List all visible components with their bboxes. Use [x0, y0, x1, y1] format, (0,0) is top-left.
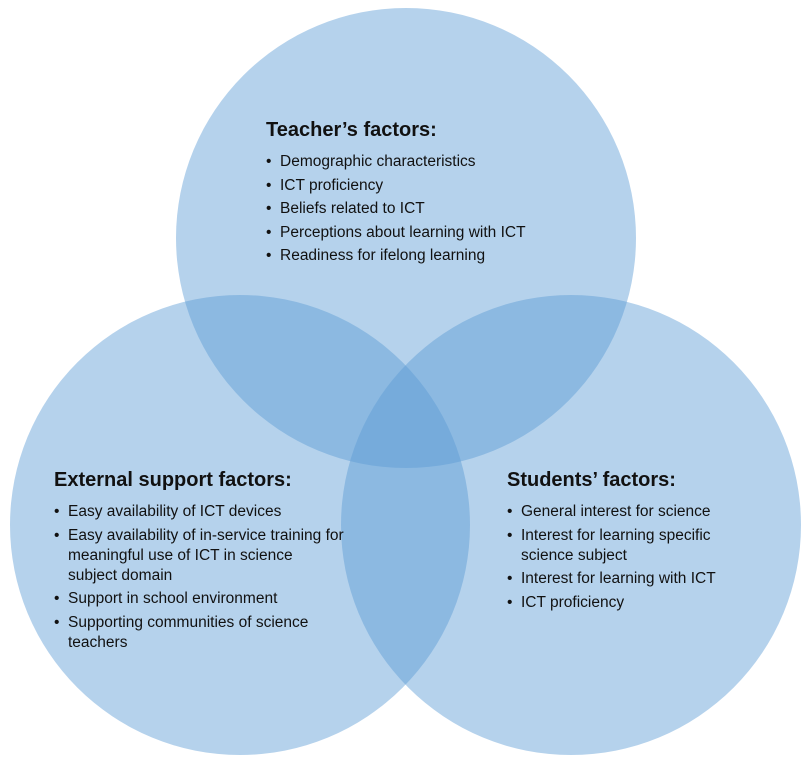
factor-text: Beliefs related to ICT	[280, 200, 425, 217]
teacher-factors-group: Teacher’s factors: • Demographic characte…	[266, 118, 596, 270]
factor-text: ICT proficiency	[280, 176, 384, 194]
students-factors-group: Students’ factors: • General interest for…	[507, 468, 767, 616]
factor-text: Easy availability of ICT devices	[68, 503, 282, 520]
factor-text: Perceptions about learning with ICT	[280, 223, 526, 241]
bullet-icon: •	[507, 526, 513, 544]
bullet-icon: •	[54, 590, 60, 607]
factor-text: Demographic characteristics	[280, 153, 476, 170]
factor-item: • Perceptions about learning with ICT	[266, 223, 596, 243]
factor-item: • Easy availability of ICT devices	[54, 502, 344, 522]
factor-item: • General interest for science	[507, 502, 767, 522]
external-circle	[10, 295, 470, 755]
factor-text: Easy availability of in-service training…	[68, 526, 344, 584]
bullet-icon: •	[507, 503, 513, 520]
factor-text: Support in school environment	[68, 590, 278, 607]
bullet-icon: •	[507, 570, 513, 587]
students-factors-title: Students’ factors:	[507, 469, 676, 491]
teacher-factors-title: Teacher’s factors:	[266, 119, 437, 141]
students-circle	[341, 295, 801, 755]
factor-text: Supporting communities of science teache…	[68, 613, 309, 651]
factor-item: • Beliefs related to ICT	[266, 199, 596, 219]
factor-item: • Readiness for ifelong learning	[266, 246, 596, 266]
bullet-icon: •	[266, 153, 272, 170]
bullet-icon: •	[266, 247, 272, 264]
bullet-icon: •	[266, 223, 272, 241]
teacher-factors-list: • Demographic characteristics • ICT profici…	[266, 152, 596, 266]
factor-item: • ICT proficiency	[507, 593, 767, 613]
factor-item: • Demographic characteristics	[266, 152, 596, 172]
students-factors-list: • General interest for science • Interest f…	[507, 502, 767, 613]
external-support-factors-list: • Easy availability of ICT devices • Easy a…	[54, 502, 344, 653]
factor-item: • Supporting communities of science teach…	[54, 613, 344, 653]
bullet-icon: •	[507, 593, 513, 611]
bullet-icon: •	[266, 200, 272, 217]
factor-item: • Interest for learning specific science …	[507, 526, 767, 566]
factor-text: General interest for science	[521, 503, 711, 520]
bullet-icon: •	[54, 526, 60, 544]
bullet-icon: •	[266, 176, 272, 194]
external-support-factors-group: External support factors: • Easy availabi…	[54, 468, 344, 656]
teacher-circle	[176, 8, 636, 468]
factor-item: • Interest for learning with ICT	[507, 569, 767, 589]
factor-text: Readiness for ifelong learning	[280, 247, 486, 264]
external-support-factors-title: External support factors:	[54, 469, 292, 491]
bullet-icon: •	[54, 503, 60, 520]
factor-item: • Easy availability of in-service trainin…	[54, 526, 344, 586]
factor-item: • ICT proficiency	[266, 176, 596, 196]
factor-text: Interest for learning specific science s…	[521, 526, 711, 564]
factor-text: Interest for learning with ICT	[521, 570, 716, 587]
bullet-icon: •	[54, 613, 60, 631]
factor-item: • Support in school environment	[54, 589, 344, 609]
factor-text: ICT proficiency	[521, 593, 625, 611]
